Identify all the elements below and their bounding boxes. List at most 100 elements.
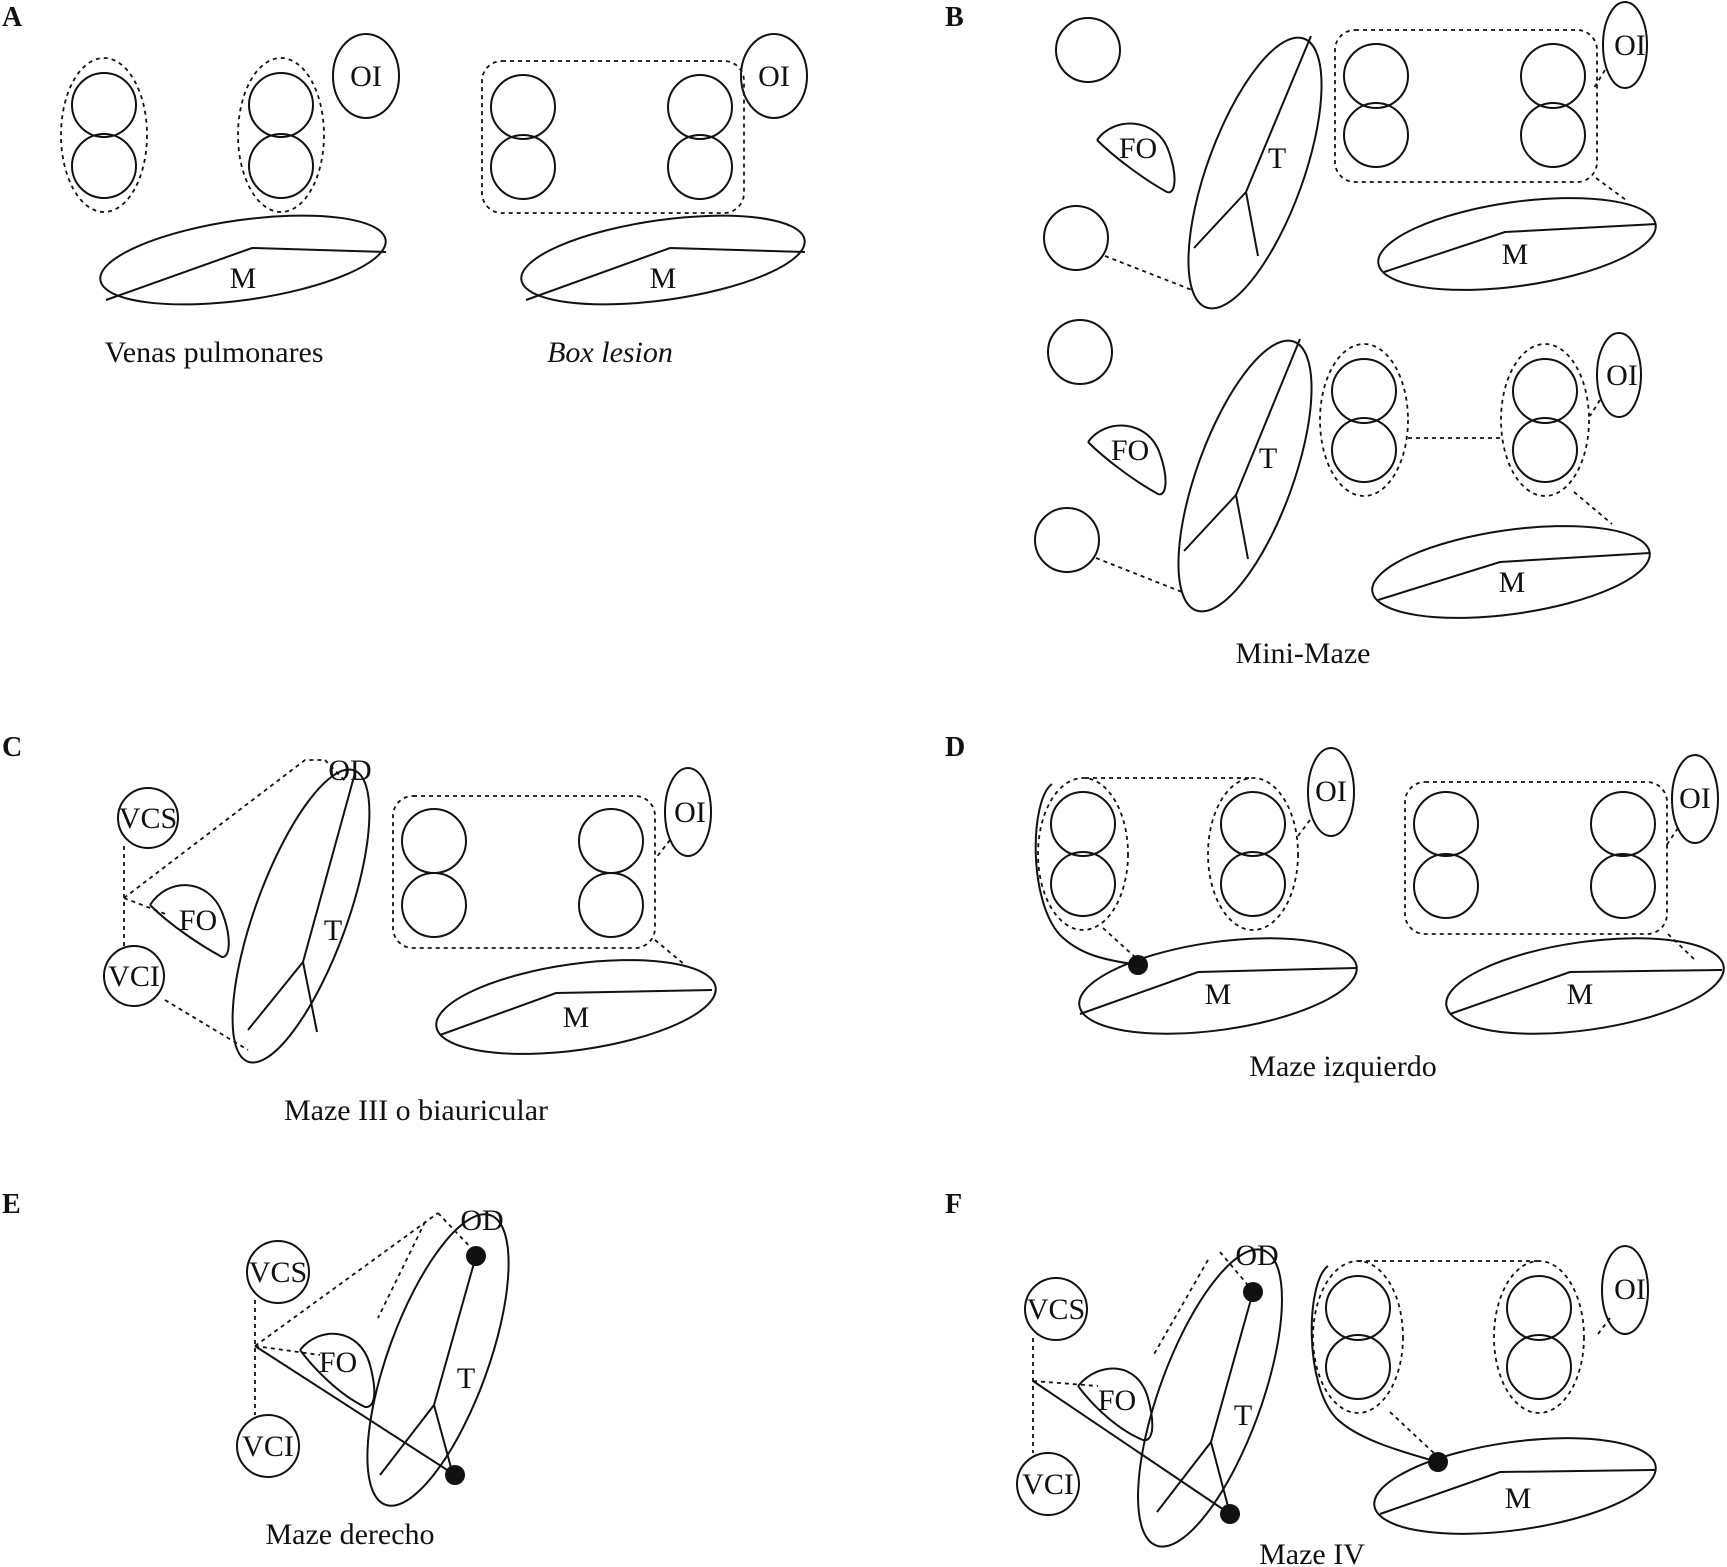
pulmonary-vein: [249, 134, 313, 198]
box-lesion-line: [1405, 782, 1667, 934]
fossa-line: [255, 1346, 320, 1355]
pulmonary-vein: [668, 75, 732, 139]
panel-c-letter: C: [2, 732, 22, 763]
tricuspid-label: T: [457, 1362, 475, 1395]
pulmonary-vein: [1521, 103, 1585, 167]
fossa-line: [124, 898, 168, 915]
roof-line: [378, 1222, 425, 1318]
inferior-vena-cava: [1035, 508, 1099, 572]
fossa-ovalis-label: FO: [319, 1346, 357, 1379]
box-lesion-line: [482, 61, 744, 213]
pulmonary-vein: [1513, 359, 1577, 423]
appendage-line: [1298, 820, 1310, 836]
fossa-line: [1033, 1381, 1098, 1386]
pulmonary-vein: [1221, 852, 1285, 916]
right-veins-isolation-line: [1501, 344, 1589, 496]
tricuspid-lines: [1194, 36, 1311, 256]
fossa-ovalis-label: FO: [1098, 1384, 1136, 1417]
mitral-annulus: [95, 200, 391, 319]
panel-d-left-diagram: OI M: [1036, 748, 1363, 1049]
caval-tricuspid-line: [1105, 256, 1192, 290]
svc-label: VCS: [249, 1256, 307, 1289]
tricuspid-label: T: [324, 914, 342, 947]
pulmonary-vein: [402, 873, 466, 937]
pulmonary-vein: [491, 135, 555, 199]
tricuspid-annulus: [1108, 1233, 1311, 1563]
ivc-label: VCI: [108, 960, 160, 993]
appendage-line: [1590, 400, 1600, 416]
mitral-isthmus-line: [1390, 1412, 1436, 1455]
box-lesion-line: [1335, 30, 1597, 182]
mitral-label: M: [1502, 238, 1529, 271]
inferior-vena-cava: [1044, 206, 1108, 270]
panel-b-letter: B: [945, 2, 964, 33]
fossa-ovalis-label: FO: [179, 904, 217, 937]
right-veins-isolation-line: [1494, 1261, 1584, 1413]
panel-e-letter: E: [2, 1189, 21, 1220]
panel-a: A OI M Venas pulmonares OI: [2, 2, 810, 369]
pulmonary-vein: [1221, 792, 1285, 856]
pulmonary-vein: [1507, 1276, 1571, 1340]
mitral-label: M: [650, 262, 677, 295]
svc-label: VCS: [119, 802, 177, 835]
panel-b-top-diagram: FO T OI M: [1044, 2, 1661, 324]
pulmonary-vein: [668, 135, 732, 199]
mitral-isthmus-line: [1596, 178, 1626, 200]
pulmonary-vein: [1326, 1276, 1390, 1340]
left-appendage-label: OI: [1679, 782, 1711, 815]
panel-c-diagram: VCS VCI FO OD T OI M Maze: [104, 754, 722, 1127]
pulmonary-vein: [1507, 1335, 1571, 1399]
panel-e-diagram: VCS VCI FO OD T Maze derecho: [237, 1198, 538, 1551]
pulmonary-vein: [491, 75, 555, 139]
pulmonary-vein: [1326, 1335, 1390, 1399]
caption-maze-derecho: Maze derecho: [265, 1518, 434, 1551]
mitral-isthmus-line: [1668, 934, 1695, 960]
superior-vena-cava: [1048, 320, 1112, 384]
pulmonary-vein: [1051, 792, 1115, 856]
left-appendage-label: OI: [674, 796, 706, 829]
panel-b-bottom-diagram: FO T OI M Mini-Maze: [1035, 320, 1655, 670]
left-veins-isolation-line: [1038, 778, 1128, 930]
panel-f-letter: F: [945, 1189, 962, 1220]
pulmonary-vein: [1344, 103, 1408, 167]
left-appendage-label: OI: [1315, 775, 1347, 808]
panel-a-right-diagram: OI M Box lesion: [482, 34, 810, 369]
pulmonary-vein: [1344, 44, 1408, 108]
left-appendage-label: OI: [350, 60, 382, 93]
tricuspid-lines: [1184, 339, 1300, 559]
tricuspid-label: T: [1268, 142, 1286, 175]
panel-f: F VCS VCI FO OD T: [945, 1189, 1662, 1567]
pulmonary-vein: [579, 809, 643, 873]
tricuspid-label: T: [1234, 1399, 1252, 1432]
pulmonary-vein: [1513, 418, 1577, 482]
mitral-isthmus-line: [1103, 928, 1136, 958]
appendage-line: [656, 840, 670, 858]
cryo-lesion-dot: [1243, 1282, 1263, 1302]
tricuspid-annulus: [205, 755, 397, 1078]
caption-box-lesion: Box lesion: [547, 336, 673, 369]
left-appendage-label: OI: [758, 60, 790, 93]
svc-label: VCS: [1027, 1293, 1085, 1326]
superior-vena-cava: [1056, 18, 1120, 82]
caption-mini-maze: Mini-Maze: [1236, 637, 1371, 670]
appendage-line: [1598, 1318, 1610, 1334]
tricuspid-label: T: [1259, 442, 1277, 475]
fossa-ovalis-label: FO: [1111, 434, 1149, 467]
panel-f-diagram: VCS VCI FO OD T: [1017, 1233, 1662, 1567]
caption-maze-iv: Maze IV: [1259, 1538, 1365, 1567]
pulmonary-vein: [1591, 792, 1655, 856]
mitral-annulus: [516, 200, 810, 319]
pulmonary-vein: [1414, 854, 1478, 918]
left-veins-isolation-line: [1320, 344, 1408, 496]
caption-maze-izquierdo: Maze izquierdo: [1249, 1050, 1436, 1083]
pulmonary-vein: [1332, 359, 1396, 423]
mitral-label: M: [230, 262, 257, 295]
caval-tricuspid-line: [1096, 558, 1182, 592]
caption-maze-iii: Maze III o biauricular: [284, 1094, 548, 1127]
left-appendage-label: OI: [1614, 1273, 1646, 1306]
mitral-isthmus-line: [1574, 492, 1612, 524]
roof-line: [1153, 1260, 1208, 1356]
pulmonary-vein: [402, 809, 466, 873]
tricuspid-annulus: [1151, 325, 1339, 627]
ivc-label: VCI: [1022, 1468, 1074, 1501]
